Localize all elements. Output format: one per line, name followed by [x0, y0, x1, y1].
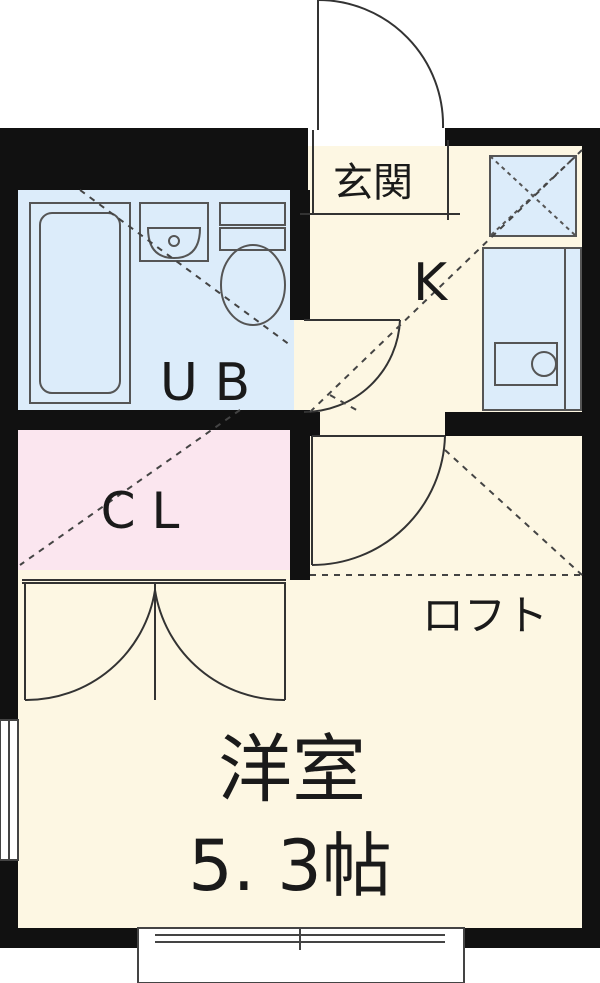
bath-label: U B: [160, 353, 250, 413]
entrance-door-opening: [308, 128, 445, 146]
bathroom-fixtures: [29, 202, 286, 404]
window: [0, 719, 465, 983]
kitchen-label: K: [413, 253, 449, 313]
entrance-door: [300, 0, 460, 220]
interior-doors: [22, 319, 446, 702]
room-size-label: 5. 3帖: [188, 825, 392, 907]
closet-label: C L: [101, 482, 180, 540]
dashed-lines: [19, 149, 583, 576]
closet-area: [16, 430, 294, 570]
kitchen-fixtures: [482, 155, 582, 411]
room-label: 洋室: [218, 727, 366, 813]
entrance-label: 玄関: [333, 160, 413, 206]
entrance-area: [308, 144, 448, 216]
loft-label: ロフト: [422, 591, 548, 640]
